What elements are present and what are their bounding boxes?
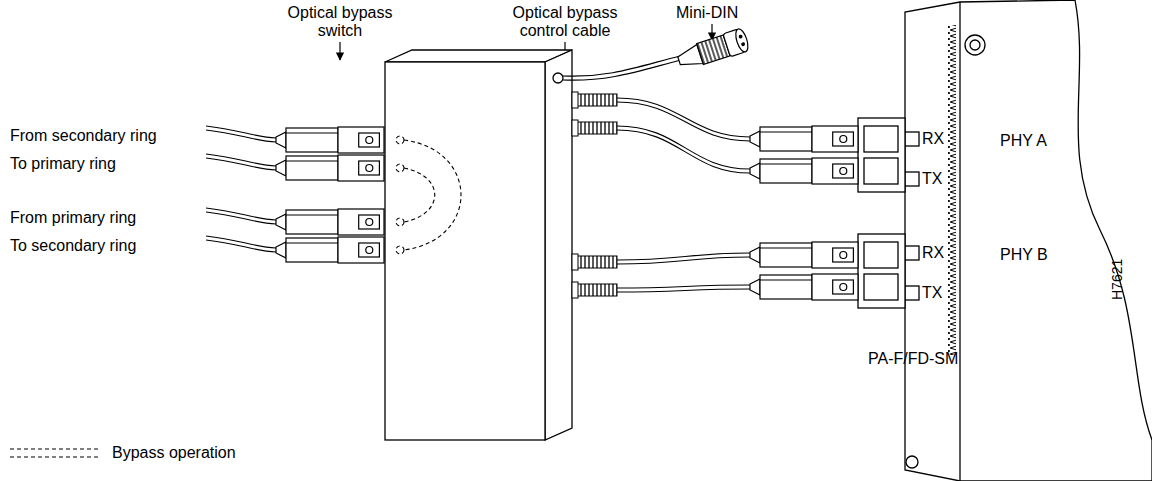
switch-port [572, 254, 578, 270]
fiber-cable [206, 240, 276, 252]
figure-id: H7621 [1108, 259, 1126, 300]
sc-connector [276, 237, 384, 263]
model-label: PA-F/FD-SM [868, 350, 958, 368]
fiber-cable [206, 212, 276, 224]
part-label: Optical bypass switch [280, 4, 400, 40]
strain-relief [575, 122, 617, 134]
sc-connector [750, 126, 858, 152]
strain-relief [575, 284, 617, 296]
sc-connector [750, 274, 858, 300]
fiber-cable [617, 126, 750, 169]
switch-port [572, 120, 578, 136]
strain-relief [575, 256, 617, 268]
mini-din-connector [675, 27, 750, 72]
ring-label: From primary ring [10, 209, 136, 227]
signal-label: TX [922, 170, 942, 188]
port-label: PHY A [1000, 132, 1047, 150]
fiber-cable [617, 257, 750, 264]
fiber-cable [617, 130, 750, 173]
fiber-cable [617, 102, 750, 141]
control-cable [563, 56, 681, 80]
legend-text: Bypass operation [112, 444, 236, 462]
bypass-path [396, 136, 461, 254]
fiber-cable [206, 130, 276, 142]
fiber-cable [617, 289, 750, 292]
switch-port [572, 282, 578, 298]
switch-port [572, 92, 578, 108]
fiber-cable [206, 158, 276, 170]
signal-label: TX [922, 284, 942, 302]
signal-label: RX [922, 130, 944, 148]
sc-connector [276, 209, 384, 235]
part-label: Mini-DIN [676, 4, 738, 22]
sc-connector [750, 158, 858, 184]
strain-relief [575, 94, 617, 106]
sc-connector [276, 155, 384, 181]
sc-connector [750, 242, 858, 268]
pa-f-fd-sm-card [858, 0, 1152, 481]
legend-text: Bypass operation [112, 444, 236, 461]
ring-label: To primary ring [10, 155, 116, 173]
optical-bypass-switch [385, 50, 572, 440]
port-label: PHY B [1000, 246, 1048, 264]
fiber-cable [617, 253, 750, 260]
fiber-cable [617, 285, 750, 288]
ring-label: From secondary ring [10, 127, 157, 145]
legend-sample [10, 449, 100, 457]
sc-connector [276, 127, 384, 153]
part-label: Optical bypass control cable [505, 4, 625, 40]
signal-label: RX [922, 244, 944, 262]
ring-label: To secondary ring [10, 237, 136, 255]
